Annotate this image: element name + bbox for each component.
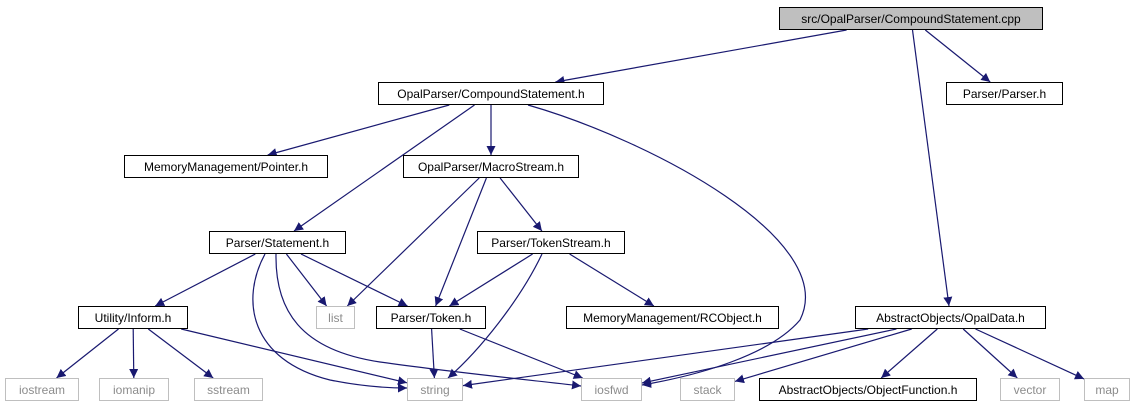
node-label: iosfwd [594,382,629,397]
edge-root-to-parser [924,29,991,83]
node-token[interactable]: Parser/Token.h [376,306,486,329]
node-label: Parser/Token.h [390,310,472,325]
node-rcobj[interactable]: MemoryManagement/RCObject.h [566,306,779,329]
node-label: AbstractObjects/OpalData.h [876,310,1025,325]
node-map: map [1084,378,1130,401]
edge-root-to-cs [555,29,847,85]
edge-cs-to-ptr [267,104,450,157]
node-label: iomanip [112,382,156,397]
edge-token-to-iosfwd [459,328,583,379]
node-objfunc[interactable]: AbstractObjects/ObjectFunction.h [759,378,977,401]
node-opaldata[interactable]: AbstractObjects/OpalData.h [855,306,1046,329]
node-label: OpalParser/MacroStream.h [417,159,565,174]
node-label: sstream [207,382,250,397]
edge-stmt-to-list [285,253,328,307]
node-label: vector [1013,382,1047,397]
edge-inform-to-iomanip [129,328,139,379]
node-label: map [1095,382,1119,397]
node-ptr[interactable]: MemoryManagement/Pointer.h [124,155,328,178]
node-inform[interactable]: Utility/Inform.h [78,306,188,329]
node-iomanip: iomanip [99,378,169,401]
node-label: src/OpalParser/CompoundStatement.cpp [801,11,1021,26]
node-label: string [420,382,450,397]
edge-tstream-to-rcobj [569,253,655,307]
edge-opaldata-to-objfunc [880,328,938,379]
edge-stmt-to-inform [154,253,256,307]
node-parser[interactable]: Parser/Parser.h [946,82,1063,105]
edge-tstream-to-token [449,253,533,307]
edge-opaldata-to-stack [734,328,912,384]
node-root: src/OpalParser/CompoundStatement.cpp [779,7,1043,30]
edge-inform-to-string [181,328,408,386]
edge-root-to-opaldata [911,29,953,307]
node-label: MemoryManagement/Pointer.h [143,159,309,174]
edge-layer [56,29,1085,393]
edge-opaldata-to-iosfwd [641,328,897,386]
node-label: stack [693,382,722,397]
edge-opaldata-to-map [975,328,1085,380]
node-string: string [407,378,463,401]
node-stack: stack [680,378,735,401]
node-label: Utility/Inform.h [94,310,172,325]
node-label: list [328,310,343,325]
node-label: iostream [18,382,65,397]
edge-inform-to-iostream [56,328,119,379]
node-label: Parser/Parser.h [962,86,1047,101]
edge-stmt-to-token [300,253,408,307]
edge-macro-to-list [346,177,480,307]
node-label: MemoryManagement/RCObject.h [583,310,762,325]
node-vector: vector [1000,378,1060,401]
node-sstream: sstream [194,378,263,401]
edge-tstream-to-string [447,253,543,379]
edge-opaldata-to-string [462,328,869,389]
edge-stmt-to-iosfwd [275,253,582,390]
node-cs[interactable]: OpalParser/CompoundStatement.h [378,82,604,105]
node-iostream: iostream [5,378,79,401]
edge-token-to-string [429,328,439,379]
node-stmt[interactable]: Parser/Statement.h [209,231,346,254]
edge-inform-to-sstream [147,328,214,379]
node-label: OpalParser/CompoundStatement.h [397,86,585,101]
node-list: list [316,306,355,329]
node-label: Parser/Statement.h [225,235,330,250]
edge-cs-to-stmt [293,104,475,232]
edge-opaldata-to-vector [962,328,1018,379]
edge-stmt-to-string [252,253,408,393]
node-label: AbstractObjects/ObjectFunction.h [778,382,958,397]
node-iosfwd: iosfwd [581,378,642,401]
node-label: Parser/TokenStream.h [491,235,611,250]
node-tstream[interactable]: Parser/TokenStream.h [477,231,625,254]
node-macro[interactable]: OpalParser/MacroStream.h [403,155,579,178]
edge-macro-to-token [434,177,487,307]
edge-macro-to-tstream [499,177,543,232]
